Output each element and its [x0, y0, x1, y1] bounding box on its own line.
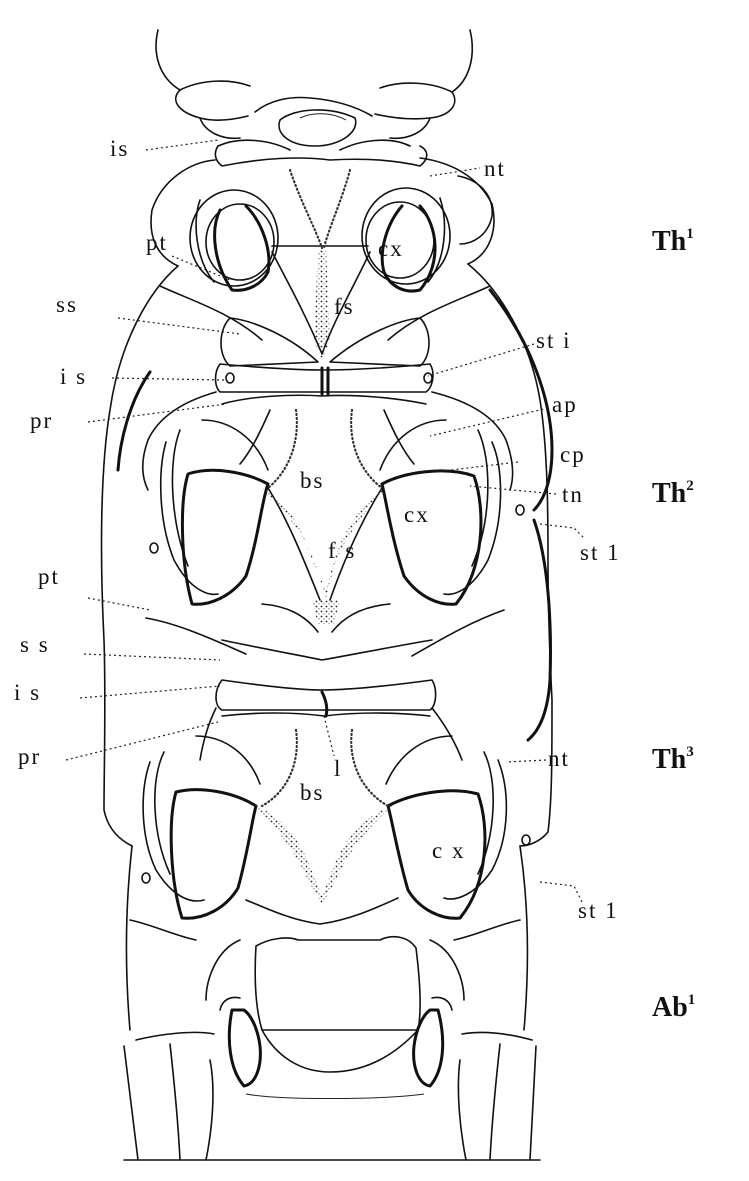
mesothorax	[143, 392, 524, 760]
label-fs-1: fs	[334, 294, 355, 319]
segment-label-th1: Th1	[652, 226, 694, 257]
metathorax	[130, 713, 530, 940]
label-fs-2: f s	[328, 538, 356, 563]
label-ss-1: ss	[56, 292, 78, 317]
label-st1-2: st 1	[580, 540, 621, 565]
label-tn: tn	[562, 482, 584, 507]
label-pr-1: pr	[30, 408, 53, 433]
abdomen-segment	[124, 846, 540, 1160]
label-st1-3: st 1	[578, 898, 619, 923]
label-nt-2: nt	[548, 746, 570, 771]
head-region	[156, 30, 472, 150]
label-cp: cp	[560, 442, 586, 467]
segment-label-ab1: Ab1	[652, 992, 695, 1023]
label-ss-2: s s	[20, 632, 50, 657]
label-nt-1: nt	[484, 156, 506, 181]
label-pt-1: pt	[146, 230, 168, 255]
prothorax	[151, 146, 494, 394]
label-bs-1: bs	[300, 468, 324, 493]
label-sti-1: st i	[536, 328, 571, 353]
segment-labels: Th1 Th2 Th3 Ab1	[652, 226, 695, 1023]
label-cx-1: cx	[378, 236, 404, 261]
label-cx-3: c x	[432, 838, 465, 863]
label-is-2: i s	[60, 364, 87, 389]
segment-label-th2: Th2	[652, 478, 694, 509]
label-ap: ap	[552, 392, 578, 417]
label-cx-2: cx	[404, 502, 430, 527]
label-pt-2: pt	[38, 564, 60, 589]
segment-label-th3: Th3	[652, 744, 694, 775]
label-l: l	[334, 756, 342, 781]
anatomical-labels: is nt pt cx fs ss st i i s pr ap bs cp c…	[14, 136, 621, 923]
body-outline	[102, 264, 552, 846]
label-pr-2: pr	[18, 744, 41, 769]
label-is-1: is	[110, 136, 129, 161]
label-is-3: i s	[14, 680, 41, 705]
label-bs-2: bs	[300, 780, 324, 805]
